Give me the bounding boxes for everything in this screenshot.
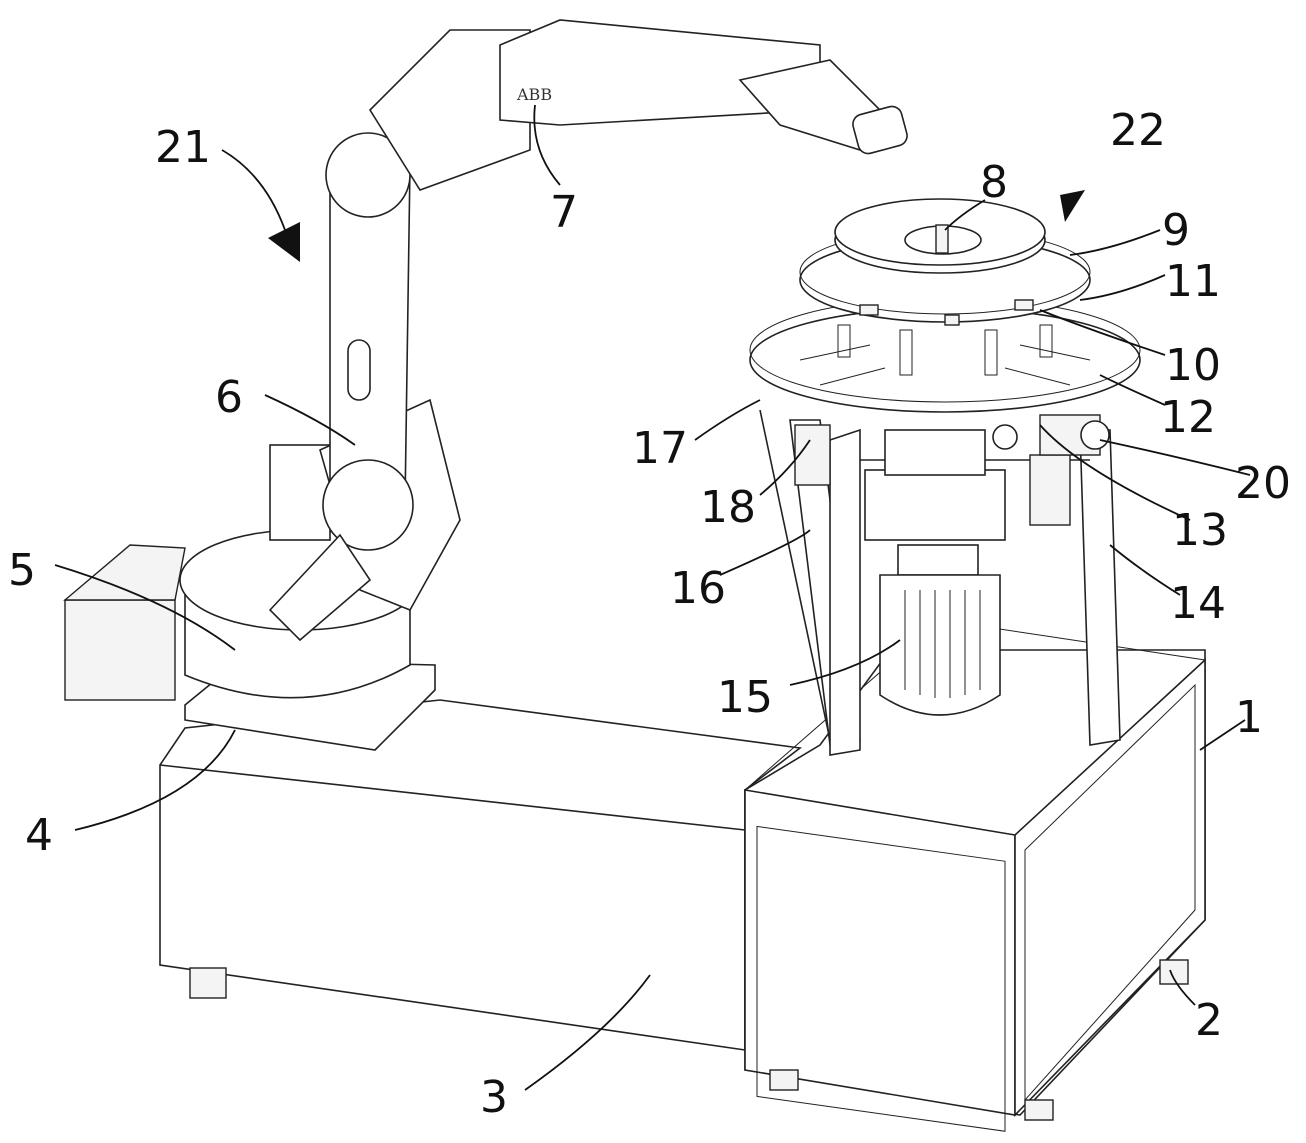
- label-22: 22: [1110, 105, 1166, 156]
- base-table: [160, 700, 800, 1050]
- label-18: 18: [700, 482, 756, 533]
- arrow-21-line: [222, 150, 285, 230]
- label-6: 6: [215, 372, 243, 423]
- label-15: 15: [717, 672, 773, 723]
- robot-logo: ABB: [516, 85, 552, 104]
- label-14: 14: [1170, 578, 1226, 629]
- label-16: 16: [670, 563, 726, 614]
- label-5: 5: [8, 545, 36, 596]
- label-4: 4: [25, 810, 53, 861]
- label-1: 1: [1235, 692, 1263, 743]
- label-11: 11: [1165, 256, 1221, 307]
- label-3: 3: [480, 1072, 508, 1123]
- label-10: 10: [1165, 340, 1221, 391]
- arrow-22-head: [1060, 190, 1085, 222]
- label-13: 13: [1172, 505, 1228, 556]
- label-8: 8: [980, 157, 1008, 208]
- turntable: [750, 199, 1140, 412]
- label-2: 2: [1195, 995, 1223, 1046]
- label-12: 12: [1160, 392, 1216, 443]
- label-21: 21: [155, 122, 211, 173]
- label-9: 9: [1162, 205, 1190, 256]
- label-17: 17: [632, 423, 688, 474]
- label-20: 20: [1235, 458, 1291, 509]
- label-7: 7: [550, 187, 578, 238]
